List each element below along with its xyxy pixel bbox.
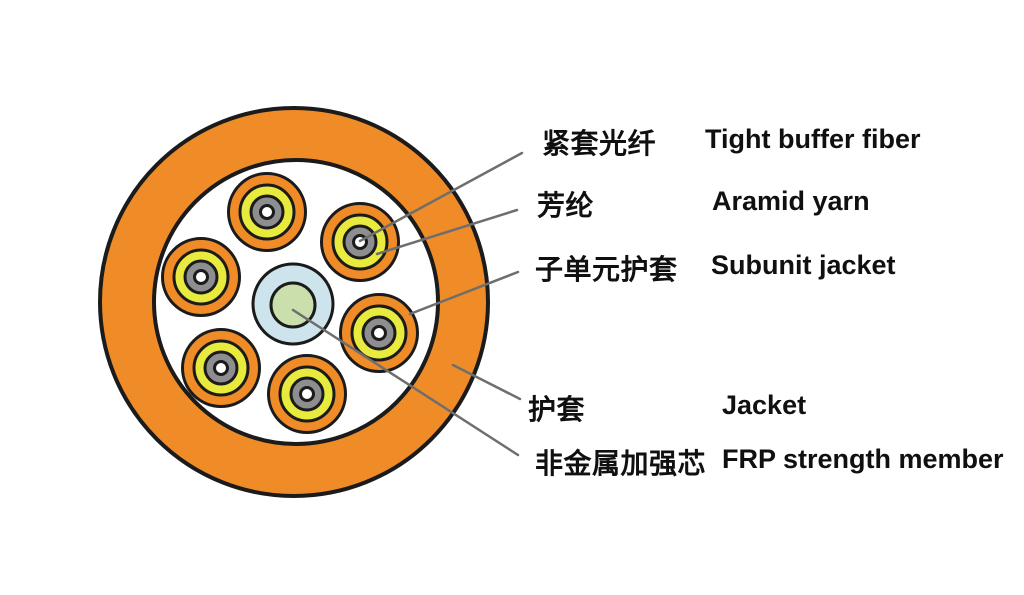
label-row-subunit-jacket: 子单元护套 Subunit jacket xyxy=(0,248,1024,288)
label-en-subunit-jacket: Subunit jacket xyxy=(711,250,896,280)
label-row-tight-buffer-fiber: 紧套光纤 Tight buffer fiber xyxy=(0,122,1024,162)
fiber-core xyxy=(299,386,315,402)
fiber-core xyxy=(371,325,387,341)
leader-line-jacket xyxy=(451,363,522,401)
label-zh-aramid-yarn: 芳纶 xyxy=(537,190,595,221)
label-zh-frp-strength-member: 非金属加强芯 xyxy=(535,448,707,479)
leader-line-aramid-yarn xyxy=(375,208,519,256)
fiber-subunit xyxy=(181,328,261,408)
label-zh-subunit-jacket: 子单元护套 xyxy=(535,254,678,285)
label-zh-tight-buffer-fiber: 紧套光纤 xyxy=(542,128,657,159)
label-row-frp-strength-member: 非金属加强芯 FRP strength member xyxy=(0,442,1024,482)
leader-line-subunit-jacket xyxy=(408,270,520,316)
fiber-core xyxy=(213,360,229,376)
fiber-subunit xyxy=(227,172,307,252)
fiber-subunit xyxy=(267,354,347,434)
leader-line-tight-buffer-fiber xyxy=(358,151,524,243)
label-en-frp-strength-member: FRP strength member xyxy=(722,444,1004,474)
fiber-core xyxy=(193,269,209,285)
label-zh-jacket: 护套 xyxy=(528,394,586,425)
label-en-aramid-yarn: Aramid yarn xyxy=(712,186,870,216)
label-en-tight-buffer-fiber: Tight buffer fiber xyxy=(705,124,921,154)
leader-line-frp-strength-member xyxy=(291,308,520,457)
fiber-subunit xyxy=(161,237,241,317)
label-row-jacket: 护套 Jacket xyxy=(0,388,1024,428)
fiber-core xyxy=(259,204,275,220)
fiber-subunit xyxy=(339,293,419,373)
label-en-jacket: Jacket xyxy=(722,390,807,420)
label-row-aramid-yarn: 芳纶 Aramid yarn xyxy=(0,184,1024,224)
